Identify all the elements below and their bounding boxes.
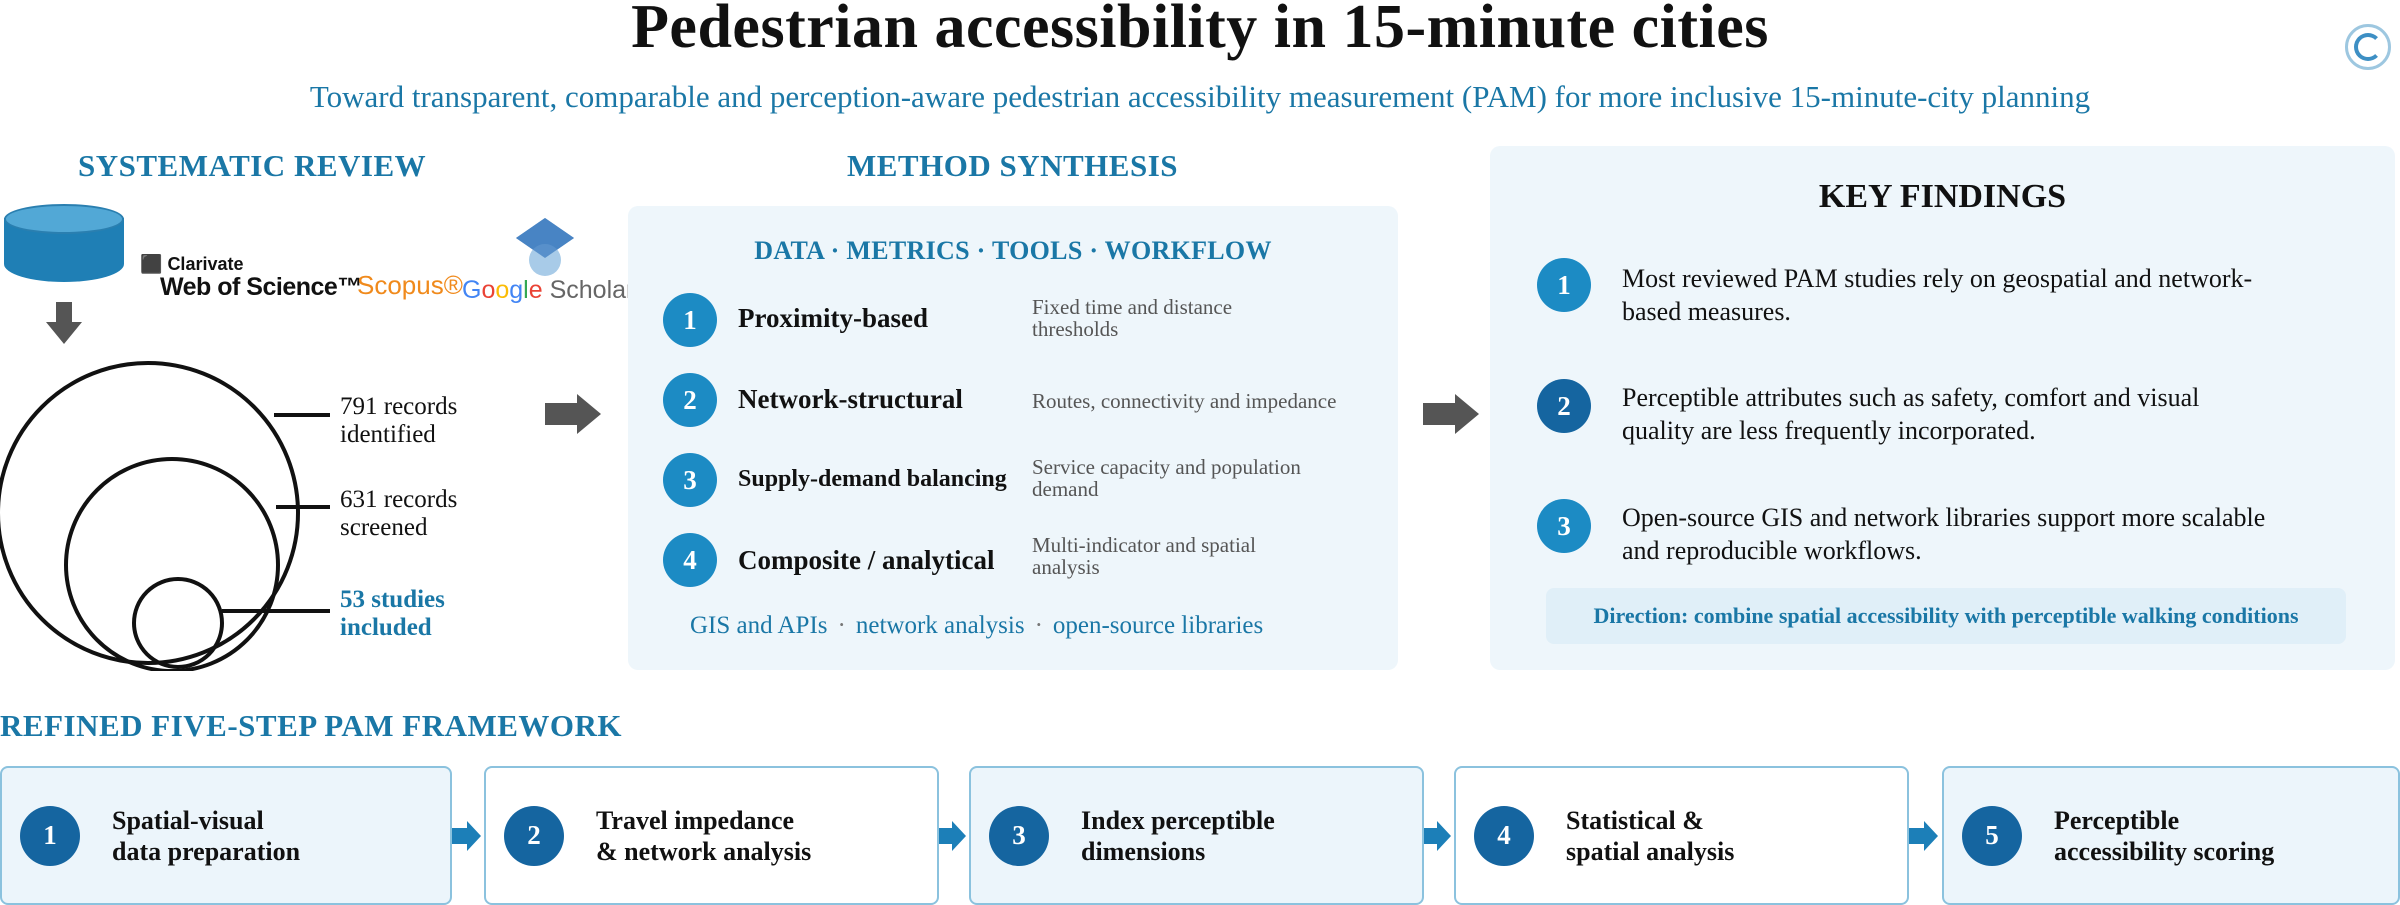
method-panel [628,206,1398,670]
google-scholar-logo: Google Scholar [462,276,635,304]
logo-c-icon [2345,24,2391,70]
findings-heading: KEY FINDINGS [1818,178,2067,215]
framework-heading: REFINED FIVE-STEP PAM FRAMEWORK [0,708,623,743]
review-to-method-arrow-icon [577,394,601,434]
method-subheading: DATA · METRICS · TOOLS · WORKFLOW [754,236,1272,265]
tool-open-source: open-source libraries [1052,612,1264,639]
direction-callout: Direction: combine spatial accessibility… [1546,588,2346,644]
method-name-supply-demand: Supply-demand balancing [738,466,1007,492]
step-arrow-3-icon [1437,821,1451,851]
step-arrow-2-stem [939,828,953,844]
step-label-2: Travel impedance& network analysis [596,805,812,866]
finding-number-2: 2 [1537,379,1591,433]
database-icon-top [4,204,124,234]
step-number-1: 1 [20,805,80,866]
web-of-science-logo: Web of Science™ [160,273,362,301]
records-funnel-diagram [0,361,330,671]
finding-text-2: Perceptible attributes such as safety, c… [1622,383,2200,445]
framework-step-2: 2 Travel impedance& network analysis [484,766,939,905]
records-identified-circle [0,361,300,665]
scopus-logo: Scopus® [357,270,463,300]
page-subtitle: Toward transparent, comparable and perce… [309,79,2091,114]
studies-included-circle [132,577,224,669]
method-name-proximity: Proximity-based [738,303,928,333]
framework-step-4: 4 Statistical &spatial analysis [1454,766,1909,905]
review-to-method-arrow-stem [545,403,577,425]
clarivate-logo: ⬛ Clarivate [140,254,244,274]
step-arrow-3-stem [1424,828,1438,844]
tool-gis-apis: GIS and APIs [690,612,828,639]
step-arrow-1-stem [452,828,468,844]
step-arrow-1-icon [467,821,481,851]
page-title: Pedestrian accessibility in 15-minute ci… [631,0,1769,61]
findings-panel [1490,146,2395,670]
records-screened-circle [64,457,280,671]
method-number-2: 2 [663,373,717,427]
step-number-4: 4 [1474,805,1534,866]
finding-number-3: 3 [1537,499,1591,553]
step-number-2: 2 [504,805,564,866]
database-arrow-stem [56,302,72,324]
method-number-3: 3 [663,453,717,507]
database-arrow-icon [46,322,82,344]
finding-text-3: Open-source GIS and network libraries su… [1622,503,2266,565]
method-heading: METHOD SYNTHESIS [847,148,1179,183]
method-number-1: 1 [663,293,717,347]
finding-text-1: Most reviewed PAM studies rely on geospa… [1622,264,2253,326]
step-arrow-4-icon [1924,821,1938,851]
tool-network-analysis: network analysis [855,612,1025,639]
method-number-4: 4 [663,533,717,587]
step-number-5: 5 [1962,805,2022,866]
step-arrow-4-stem [1909,828,1925,844]
step-number-3: 3 [989,805,1049,866]
finding-number-1: 1 [1537,258,1591,312]
method-name-composite: Composite / analytical [738,545,995,575]
step-arrow-2-icon [952,821,966,851]
method-name-network: Network-structural [738,384,963,414]
review-heading: SYSTEMATIC REVIEW [78,148,427,183]
method-to-findings-arrow-stem [1423,403,1455,425]
method-tools-row: GIS and APIs·network analysis·open-sourc… [690,612,1264,639]
method-to-findings-arrow-icon [1455,394,1479,434]
method-desc-network: Routes, connectivity and impedance [1032,389,1337,413]
step-label-4: Statistical &spatial analysis [1566,805,1735,866]
graduation-cap-icon [516,218,574,276]
